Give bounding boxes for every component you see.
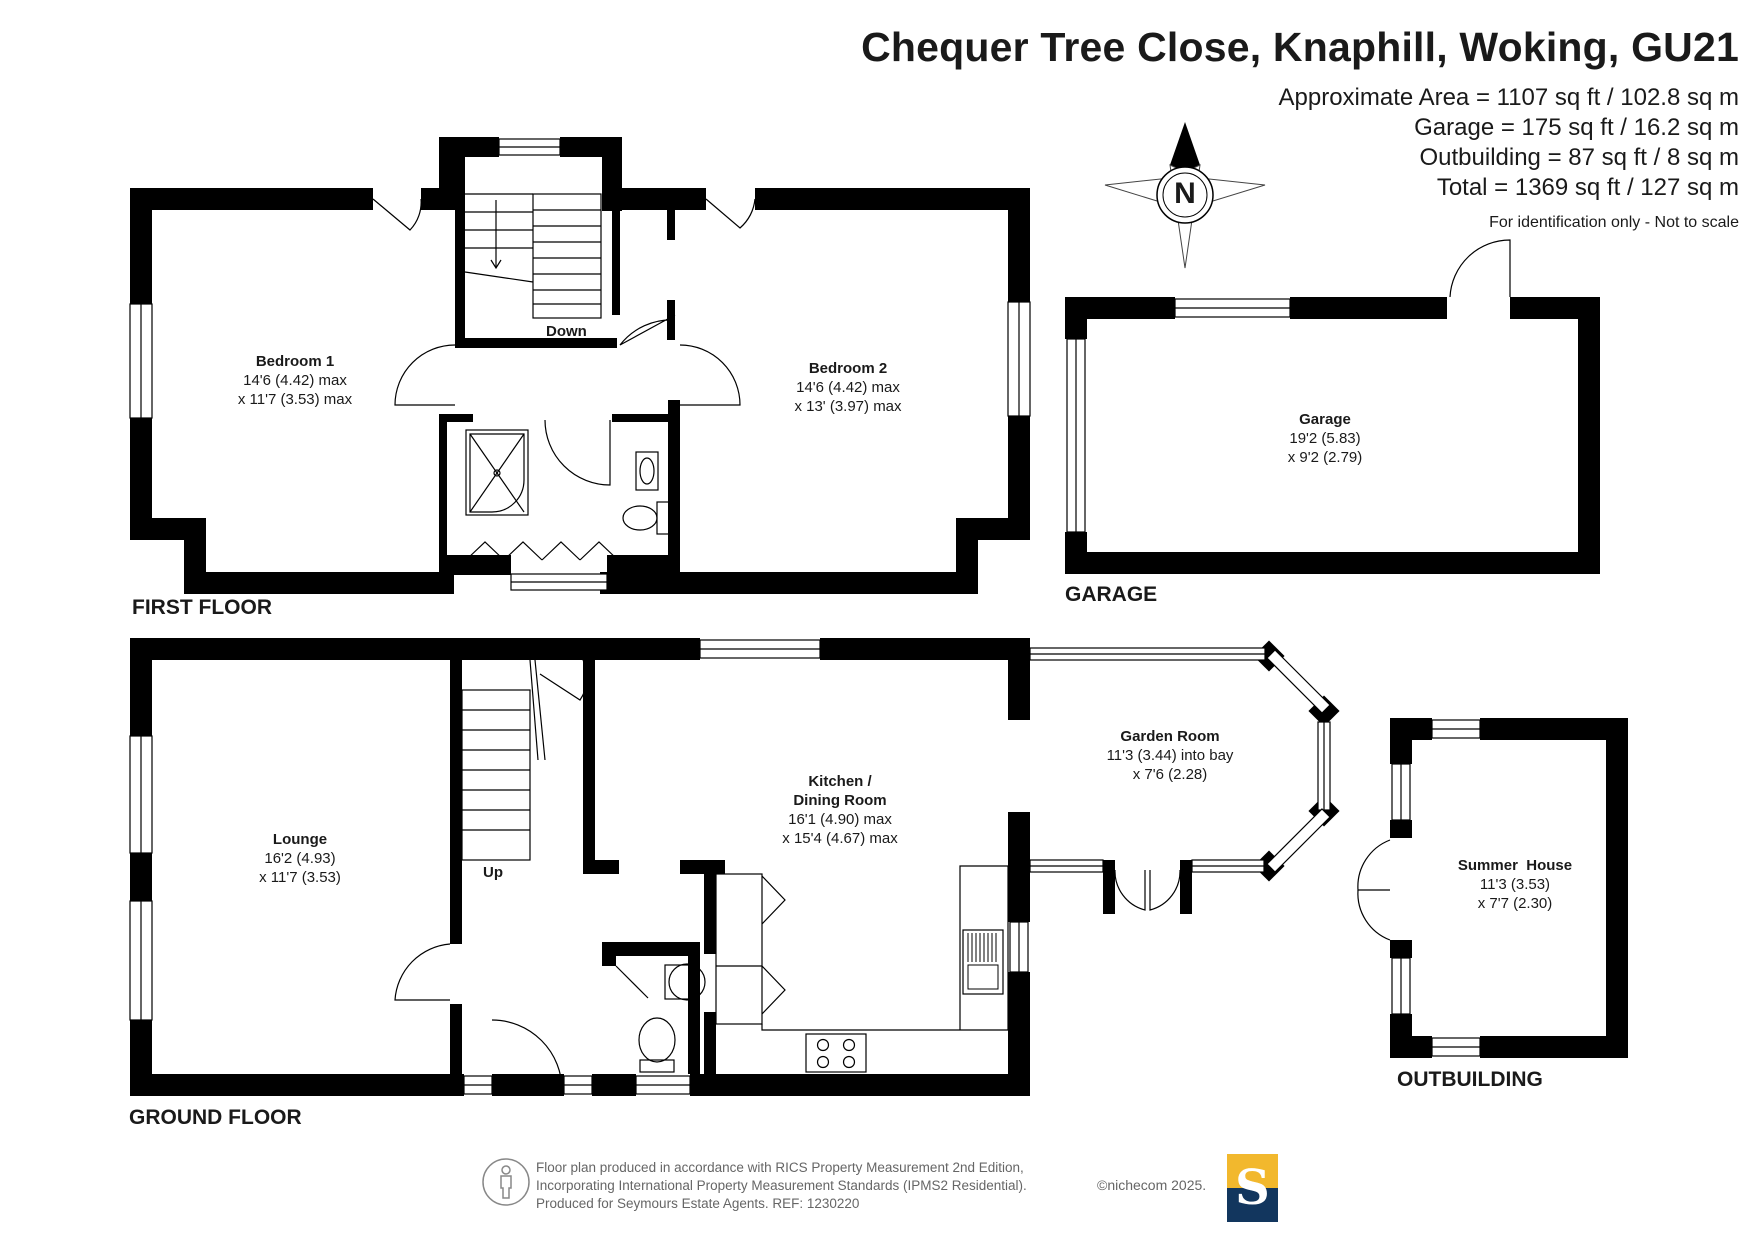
- first-floor-label: FIRST FLOOR: [132, 596, 272, 619]
- room-name: Garden Room: [1120, 728, 1220, 745]
- room-dimension: x 9'2 (2.79): [1287, 449, 1363, 466]
- approximate-area: Approximate Area = 1107 sq ft / 102.8 sq…: [1278, 84, 1740, 111]
- room-dimension: 11'3 (3.44) into bay: [1106, 747, 1234, 764]
- footer-line: Produced for Seymours Estate Agents. REF…: [536, 1196, 860, 1211]
- doors: [372, 198, 1511, 1091]
- room-dimension: x 7'6 (2.28): [1132, 766, 1208, 783]
- room-dimension: x 7'7 (2.30): [1477, 895, 1553, 912]
- kitchen-fittings: [715, 865, 1009, 1073]
- bathroom-fittings: [465, 429, 706, 1073]
- compass-icon: [1104, 122, 1266, 269]
- windows: [129, 138, 1481, 1095]
- room-dimension: 19'2 (5.83): [1289, 430, 1361, 447]
- stairs-up-label: Up: [483, 864, 503, 881]
- room-dimension: 14'6 (4.42) max: [796, 379, 900, 396]
- footer-line: Incorporating International Property Mea…: [536, 1178, 1027, 1193]
- room-name: Summer House: [1457, 857, 1573, 874]
- room-name: Garage: [1299, 411, 1351, 428]
- room-lounge: Lounge 16'2 (4.93) x 11'7 (3.53): [205, 830, 395, 887]
- room-dimension: x 11'7 (3.53): [259, 869, 341, 886]
- footer-disclaimer: Floor plan produced in accordance with R…: [536, 1159, 1027, 1213]
- bay-windows: [1266, 649, 1331, 873]
- room-garage: Garage 19'2 (5.83) x 9'2 (2.79): [1230, 410, 1420, 467]
- room-dimension: x 11'7 (3.53) max: [237, 391, 353, 408]
- garage-label: GARAGE: [1065, 583, 1158, 606]
- identification-note: For identification only - Not to scale: [1489, 214, 1739, 231]
- total-area: Total = 1369 sq ft / 127 sq m: [1436, 174, 1739, 201]
- person-scale-icon: [482, 1158, 530, 1206]
- room-kitchen-dining: Kitchen / Dining Room 16'1 (4.90) max x …: [745, 772, 935, 848]
- room-name: Kitchen /: [808, 773, 872, 790]
- logo-letter: S: [1235, 1160, 1270, 1216]
- room-bedroom-1: Bedroom 1 14'6 (4.42) max x 11'7 (3.53) …: [200, 352, 390, 409]
- room-garden-room: Garden Room 11'3 (3.44) into bay x 7'6 (…: [1075, 727, 1265, 784]
- walls: [130, 137, 1628, 1096]
- room-name: Dining Room: [793, 792, 887, 809]
- garage-area: Garage = 175 sq ft / 16.2 sq m: [1414, 114, 1739, 141]
- outbuilding-label: OUTBUILDING: [1397, 1068, 1543, 1091]
- outbuilding-area: Outbuilding = 87 sq ft / 8 sq m: [1419, 144, 1739, 171]
- room-dimension: 16'2 (4.93): [264, 850, 336, 867]
- seymours-logo: S: [1227, 1154, 1278, 1222]
- footer-line: Floor plan produced in accordance with R…: [536, 1160, 1024, 1175]
- room-name: Lounge: [272, 831, 328, 848]
- compass-north-label: N: [1174, 177, 1196, 210]
- page-title: Chequer Tree Close, Knaphill, Woking, GU…: [861, 24, 1739, 70]
- room-dimension: 11'3 (3.53): [1479, 876, 1551, 893]
- stairs: [461, 193, 602, 861]
- room-summer-house: Summer House 11'3 (3.53) x 7'7 (2.30): [1420, 856, 1610, 913]
- room-name: Bedroom 1: [255, 353, 335, 370]
- room-dimension: x 13' (3.97) max: [794, 398, 902, 415]
- room-bedroom-2: Bedroom 2 14'6 (4.42) max x 13' (3.97) m…: [753, 359, 943, 416]
- room-name: Bedroom 2: [808, 360, 888, 377]
- footer-copyright: ©nichecom 2025.: [1097, 1177, 1207, 1193]
- room-dimension: x 15'4 (4.67) max: [782, 830, 898, 847]
- room-dimension: 16'1 (4.90) max: [788, 811, 892, 828]
- stairs-down-label: Down: [546, 323, 587, 340]
- room-dimension: 14'6 (4.42) max: [243, 372, 347, 389]
- ground-floor-label: GROUND FLOOR: [129, 1106, 302, 1129]
